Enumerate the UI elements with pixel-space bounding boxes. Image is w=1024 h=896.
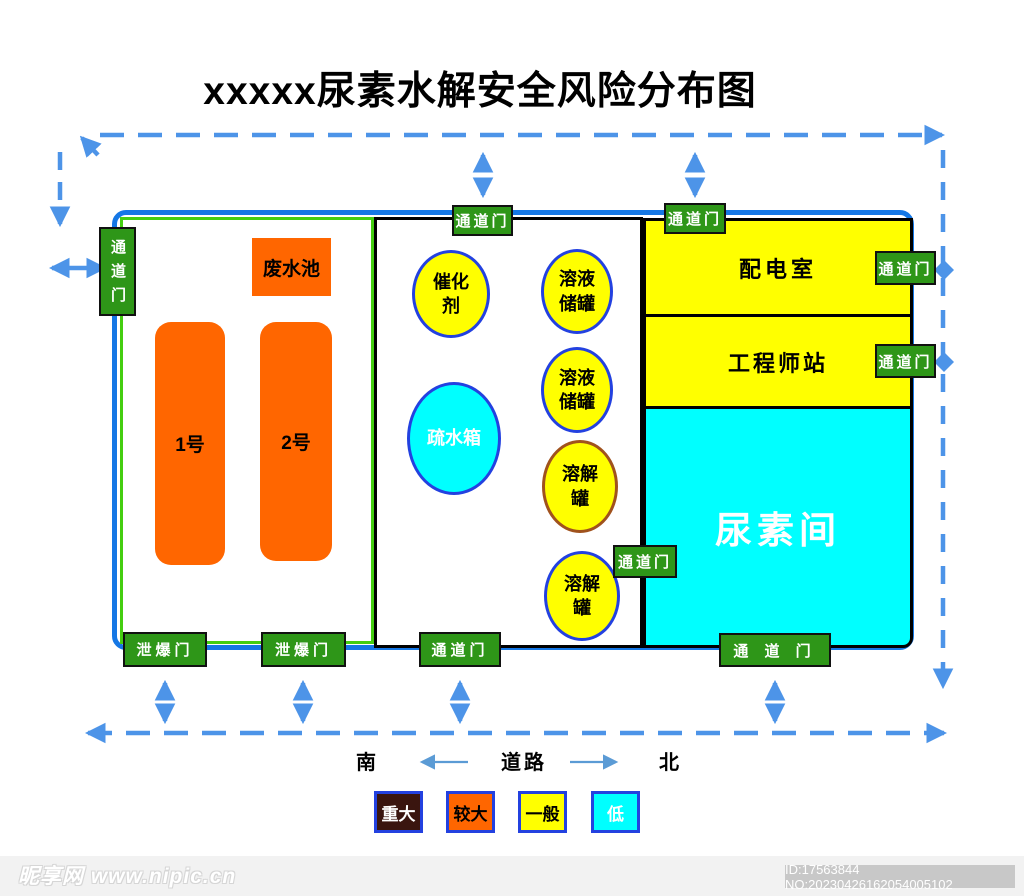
boundary-topleft-arrow [79, 135, 102, 158]
unit-1-label: 1号 [175, 435, 205, 456]
door-inner-access: 通道门 [613, 545, 677, 578]
unit-2-block: 2号 [260, 322, 332, 561]
door-right-access-2: 通道门 [875, 344, 936, 378]
door-explosion-vent-1: 泄爆门 [123, 632, 207, 667]
dissolving-tank-2-label: 溶解罐 [564, 573, 600, 618]
door-right-access-1: 通道门 [875, 251, 936, 285]
room-power-label: 配电室 [738, 256, 817, 282]
catalyst-tank-label: 催化剂 [433, 271, 469, 316]
room-urea: 尿素间 [643, 406, 913, 648]
right-door2-diamond-arrow [934, 352, 954, 372]
dissolving-tank-2: 溶解罐 [544, 551, 620, 641]
door-bottom-right-access: 通 道 门 [719, 633, 831, 667]
legend-risk-medium: 一般 [518, 791, 567, 833]
unit-1-block: 1号 [155, 322, 225, 565]
compass-north-label: 北 [659, 752, 679, 774]
waste-water-pool: 废水池 [252, 238, 331, 296]
watermark-site-logo: 昵享网 www.nipic.cn [18, 865, 237, 888]
diagram-title: xxxxx尿素水解安全风险分布图 [203, 70, 757, 113]
dissolving-tank-1-label: 溶解罐 [562, 464, 598, 509]
drain-water-tank: 疏水箱 [407, 382, 501, 495]
drain-water-tank-label: 疏水箱 [427, 428, 481, 449]
door-top-right-access: 通道门 [664, 203, 726, 234]
room-engineer-station: 工程师站 [643, 314, 913, 409]
solution-storage-tank-2: 溶液储罐 [541, 347, 613, 433]
road-label: 道路 [501, 752, 547, 774]
door-bottom-middle-access: 通道门 [419, 632, 501, 667]
legend-risk-high-label: 较大 [453, 804, 488, 824]
watermark-id-badge: ID:17563844 NO:20230426162054005102 [785, 862, 1015, 892]
solution-storage-tank-1-label: 溶液储罐 [559, 269, 595, 314]
legend-risk-medium-label: 一般 [525, 804, 560, 824]
room-urea-label: 尿素间 [715, 510, 841, 551]
catalyst-tank: 催化剂 [412, 250, 490, 338]
legend-risk-low: 低 [591, 791, 640, 833]
waste-water-pool-label: 废水池 [262, 258, 320, 280]
compass-south-label: 南 [356, 752, 376, 774]
room-power-distribution: 配电室 [643, 218, 913, 317]
door-left-access: 通道门 [99, 227, 136, 316]
solution-storage-tank-2-label: 溶液储罐 [559, 367, 595, 412]
dissolving-tank-1: 溶解罐 [542, 440, 618, 533]
room-engineer-label: 工程师站 [727, 350, 828, 376]
right-door1-diamond-arrow [934, 260, 954, 280]
solution-storage-tank-1: 溶液储罐 [541, 249, 613, 334]
legend-risk-major-label: 重大 [381, 804, 416, 824]
unit-2-label: 2号 [281, 433, 311, 454]
door-explosion-vent-2: 泄爆门 [261, 632, 346, 667]
legend-risk-major: 重大 [374, 791, 423, 833]
door-top-middle-access: 通道门 [452, 205, 513, 236]
legend-risk-high: 较大 [446, 791, 495, 833]
legend-risk-low-label: 低 [607, 804, 624, 824]
